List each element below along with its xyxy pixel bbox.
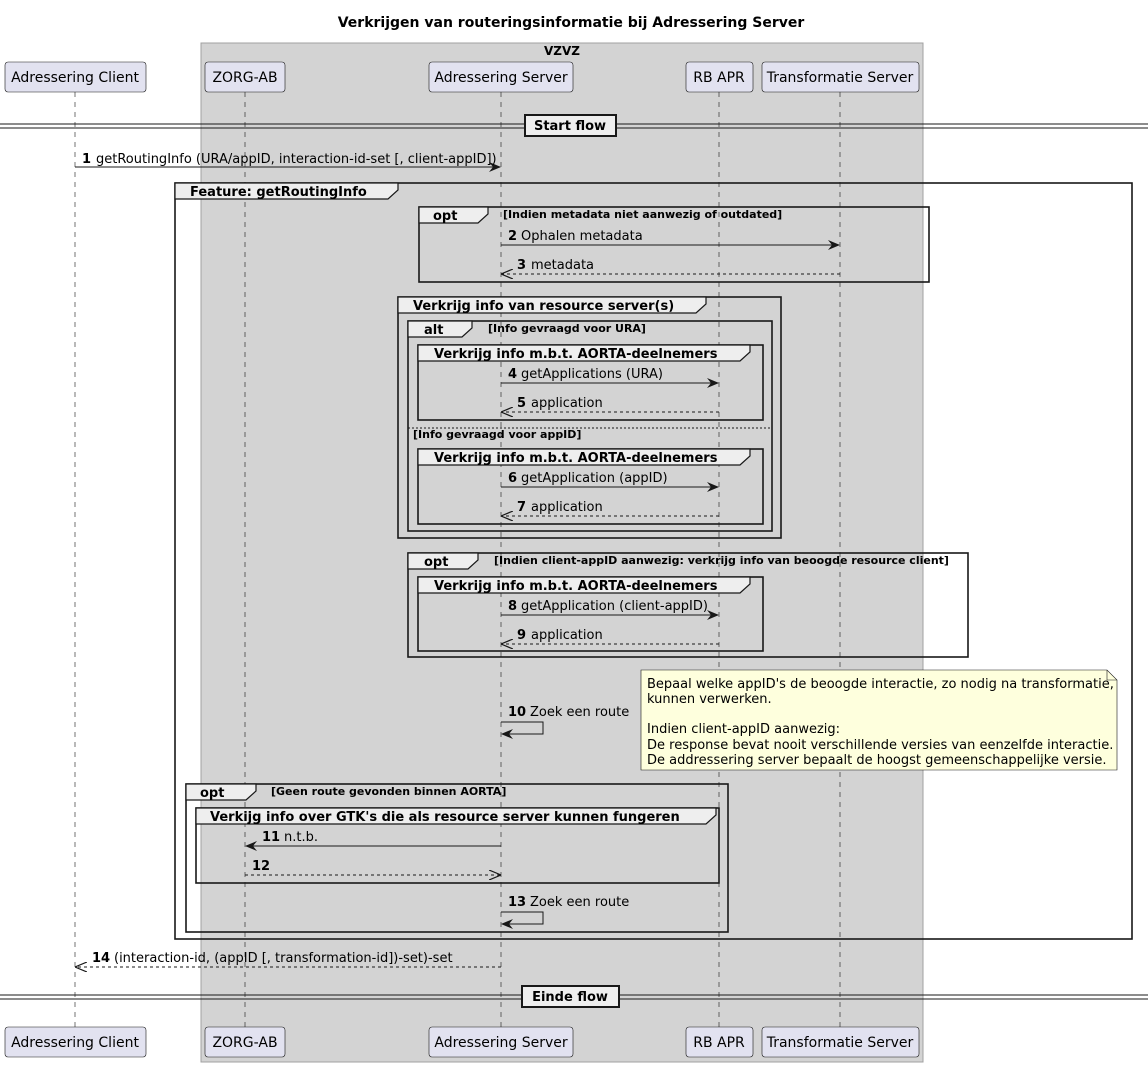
message-label: metadata [531, 258, 594, 273]
frame-opt-client-appid: opt [Indien client-appID aanwezig: verkr… [407, 552, 969, 658]
message-label: getRoutingInfo (URA/appID, interaction-i… [96, 152, 497, 167]
frame-gtk-resource-servers: Verkijg info over GTK's die als resource… [195, 807, 720, 884]
note-line: Indien client-appID aanwezig: [647, 722, 840, 737]
participant-label: RB APR [693, 1035, 745, 1051]
message-8: 8 getApplication (client-appID) [501, 599, 719, 620]
message-number: 11 [262, 830, 280, 845]
frame-keyword: opt [433, 209, 457, 224]
participant-rbapr-top: RB APR [685, 61, 754, 93]
participant-label: Adressering Client [11, 1035, 139, 1051]
message-6: 6 getApplication (appID) [501, 471, 719, 492]
message-number: 5 [517, 396, 526, 411]
participant-transform-top: Transformatie Server [761, 61, 920, 93]
diagram-title: Verkrijgen van routeringsinformatie bij … [338, 15, 805, 31]
message-number: 12 [252, 859, 270, 874]
frame-aorta-deelnemers-3: Verkrijg info m.b.t. AORTA-deelnemers [417, 576, 764, 652]
message-14: 14 (interaction-id, (appID [, transforma… [76, 951, 501, 967]
vzvz-box-label: VZVZ [544, 44, 580, 58]
message-number: 2 [508, 229, 517, 244]
message-label: application [531, 628, 603, 643]
message-label: getApplication (client-appID) [521, 599, 708, 614]
divider-start-flow: Start flow [0, 114, 1148, 137]
message-label: n.t.b. [284, 830, 318, 845]
frame-opt-geen-route: opt [Geen route gevonden binnen AORTA] [185, 783, 729, 933]
frame-keyword: opt [424, 555, 448, 570]
message-12: 12 [245, 859, 500, 875]
note-line: De response bevat nooit verschillende ve… [647, 738, 1113, 753]
message-5: 5 application [502, 396, 719, 412]
participant-zorgab-bottom: ZORG-AB [204, 1026, 286, 1058]
frame-title: Verkrijg info m.b.t. AORTA-deelnemers [434, 347, 718, 362]
message-label: getApplications (URA) [521, 367, 663, 382]
message-2: 2 Ophalen metadata [501, 229, 840, 250]
message-label: Zoek een route [530, 705, 629, 720]
message-9: 9 application [502, 628, 719, 644]
message-7: 7 application [502, 500, 719, 516]
participant-label: Adressering Server [434, 70, 567, 86]
message-label: application [531, 396, 603, 411]
message-4: 4 getApplications (URA) [501, 367, 719, 388]
participant-label: Adressering Server [434, 1035, 567, 1051]
note-line: De addressering server bepaalt de hoogst… [647, 753, 1107, 768]
participant-zorgab-top: ZORG-AB [204, 61, 286, 93]
message-label: Zoek een route [530, 895, 629, 910]
divider-label: Einde flow [532, 990, 608, 1005]
message-label: (interaction-id, (appID [, transformatio… [114, 951, 453, 966]
frame-aorta-deelnemers-2: Verkrijg info m.b.t. AORTA-deelnemers [417, 448, 764, 525]
message-number: 10 [508, 705, 526, 720]
message-11: 11 n.t.b. [245, 830, 501, 851]
participant-client-top: Adressering Client [4, 61, 147, 93]
participant-label: Transformatie Server [766, 70, 914, 86]
message-label: application [531, 500, 603, 515]
frame-title: Verkrijg info m.b.t. AORTA-deelnemers [434, 579, 718, 594]
frame-title: Feature: getRoutingInfo [190, 185, 367, 200]
participant-label: ZORG-AB [212, 1035, 277, 1051]
frame-title: Verkijg info over GTK's die als resource… [210, 810, 680, 825]
message-number: 13 [508, 895, 526, 910]
message-number: 6 [508, 471, 517, 486]
frame-title: Verkrijg info m.b.t. AORTA-deelnemers [434, 451, 718, 466]
frame-resource-servers: Verkrijg info van resource server(s) [397, 296, 782, 539]
frame-alt: alt [Info gevraagd voor URA] [Info gevra… [407, 320, 773, 532]
message-label: getApplication (appID) [521, 471, 668, 486]
message-number: 3 [517, 258, 526, 273]
participant-server-bottom: Adressering Server [428, 1026, 574, 1058]
message-1: 1 getRoutingInfo (URA/appID, interaction… [75, 152, 501, 172]
divider-einde-flow: Einde flow [0, 985, 1148, 1008]
frame-keyword: opt [200, 786, 224, 801]
participant-label: ZORG-AB [212, 70, 277, 86]
message-13: 13 Zoek een route [501, 895, 629, 929]
participant-label: Adressering Client [11, 70, 139, 86]
participant-label: RB APR [693, 70, 745, 86]
note-route-determination: Bepaal welke appID's de beoogde interact… [640, 669, 1118, 771]
note-line: Bepaal welke appID's de beoogde interact… [647, 677, 1114, 692]
message-number: 9 [517, 628, 526, 643]
message-10: 10 Zoek een route [501, 705, 629, 739]
frame-keyword: alt [424, 323, 443, 338]
participant-label: Transformatie Server [766, 1035, 914, 1051]
frame-guard: [Indien client-appID aanwezig: verkrijg … [494, 554, 949, 567]
message-label: Ophalen metadata [521, 229, 643, 244]
divider-label: Start flow [534, 119, 606, 134]
frame-aorta-deelnemers-1: Verkrijg info m.b.t. AORTA-deelnemers [417, 344, 764, 421]
message-number: 14 [92, 951, 110, 966]
note-line: kunnen verwerken. [647, 692, 772, 707]
message-number: 4 [508, 367, 517, 382]
message-number: 1 [82, 152, 91, 167]
participant-server-top: Adressering Server [428, 61, 574, 93]
message-number: 8 [508, 599, 517, 614]
message-3: 3 metadata [502, 258, 840, 274]
frame-else-guard: [Info gevraagd voor appID] [413, 428, 581, 441]
participant-transform-bottom: Transformatie Server [761, 1026, 920, 1058]
frame-opt-metadata: opt [Indien metadata niet aanwezig of ou… [418, 206, 930, 283]
participant-rbapr-bottom: RB APR [685, 1026, 754, 1058]
frame-feature-getroutinginfo: Feature: getRoutingInfo [174, 182, 1133, 940]
message-number: 7 [517, 500, 526, 515]
frame-title: Verkrijg info van resource server(s) [413, 299, 674, 314]
participant-client-bottom: Adressering Client [4, 1026, 147, 1058]
frame-guard: [Indien metadata niet aanwezig of outdat… [503, 208, 782, 221]
frame-guard: [Geen route gevonden binnen AORTA] [271, 785, 506, 798]
frame-guard: [Info gevraagd voor URA] [488, 322, 646, 335]
